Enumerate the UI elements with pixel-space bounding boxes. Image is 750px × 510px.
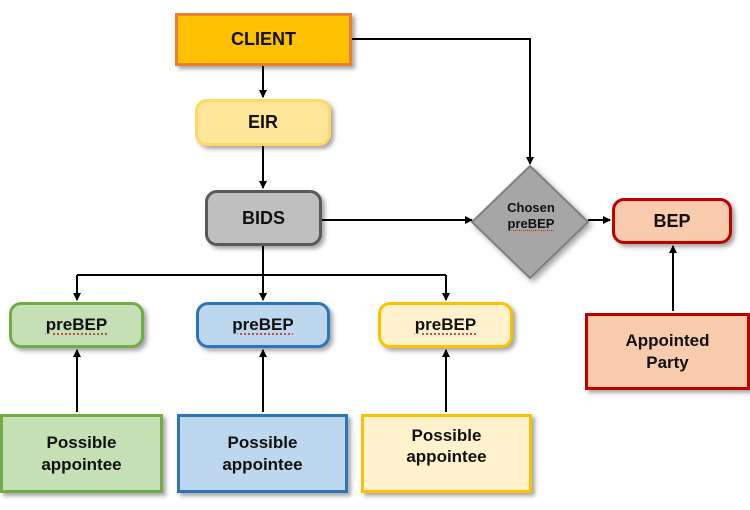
decision-line-1: Chosen [507,200,555,215]
bep-label: BEP [653,210,691,231]
prebep-box-blue: preBEP [196,302,330,348]
appointed-party-line-1: Appointed [625,331,710,351]
client-box: CLIENT [175,13,352,66]
possible-appointee-box-green: Possible appointee [0,414,163,493]
eir-label: EIR [247,112,278,133]
bids-label: BIDS [241,207,285,228]
bep-box: BEP [612,198,732,244]
appointee-line-1: Possible [46,433,117,453]
eir-box: EIR [195,99,331,146]
arrow-client-decision [352,38,534,165]
prebep-box-green: preBEP [9,302,144,348]
prebep-label: preBEP [414,315,477,335]
prebep-label: preBEP [45,315,108,335]
decision-line-2: preBEP [507,216,555,232]
possible-appointee-box-yellow: Possible appointee [361,414,532,493]
prebep-label: preBEP [232,315,294,335]
client-label: CLIENT [231,29,296,50]
decision-diamond [470,164,590,280]
prebep-box-yellow: preBEP [378,302,513,348]
bids-box: BIDS [205,190,322,246]
appointee-line-2: appointee [41,454,122,474]
appointee-line-2: appointee [222,454,303,474]
appointee-line-2: appointee [406,447,487,467]
appointee-line-1: Possible [227,433,298,453]
decision-label: Chosen preBEP [476,200,586,236]
appointed-party-line-2: Party [646,352,689,372]
appointed-party-box: Appointed Party [585,313,750,390]
appointee-line-1: Possible [411,426,482,445]
possible-appointee-box-blue: Possible appointee [177,414,348,493]
